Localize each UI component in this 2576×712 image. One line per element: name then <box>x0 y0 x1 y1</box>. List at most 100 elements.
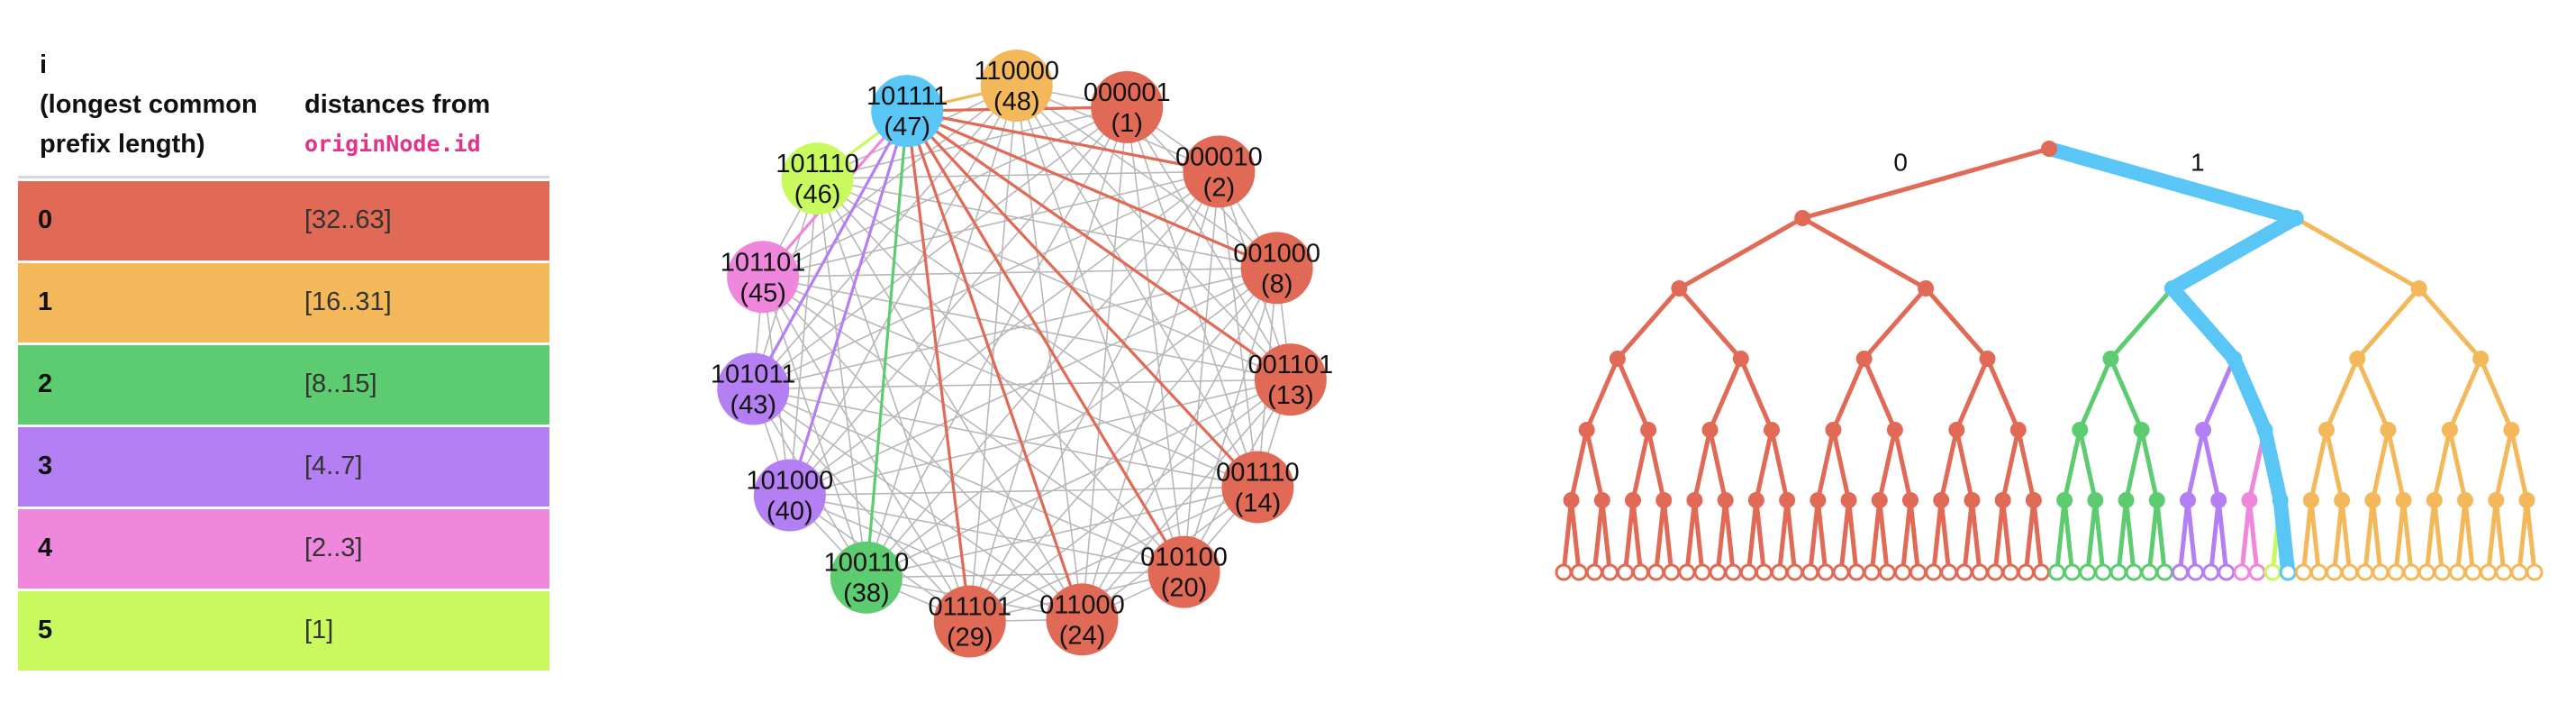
tree-edge <box>2454 499 2468 573</box>
tree-edge <box>2124 429 2145 501</box>
tree-edge <box>2000 429 2021 501</box>
node-circle <box>1240 232 1313 305</box>
tree-edge <box>1808 499 1820 573</box>
path-edge <box>2257 423 2288 507</box>
tree-node <box>2395 492 2412 508</box>
root-left-label: 0 <box>1893 149 1908 177</box>
mesh-edge <box>817 170 1220 179</box>
tree-edge <box>2324 358 2360 431</box>
leaf-node <box>2263 563 2281 581</box>
graph-node: 101000(40) <box>746 459 833 532</box>
tree-node <box>1902 492 1918 508</box>
leaf-node <box>1693 563 1711 581</box>
tree-node <box>2056 492 2073 508</box>
mesh-edge <box>752 106 1128 390</box>
tree-edge <box>2077 429 2098 501</box>
mesh-edge <box>866 85 1018 578</box>
row-distance-range: [8..15] <box>304 370 377 398</box>
tree-node <box>2287 210 2304 226</box>
node-circle <box>1254 343 1327 416</box>
leaf-node <box>2064 563 2082 581</box>
tree-node <box>1655 492 1673 508</box>
leaf-node <box>2155 563 2173 581</box>
tree-node <box>2025 492 2042 508</box>
leaf-node <box>1647 563 1665 581</box>
tree-edge <box>1900 499 1913 573</box>
tree-node <box>2226 351 2243 367</box>
tree-edge <box>2308 429 2329 501</box>
tree-edge <box>2355 287 2421 361</box>
row-prefix-length: 1 <box>38 288 53 316</box>
tree-edge <box>2000 499 2013 573</box>
node-number: (38) <box>843 580 890 608</box>
tree-edge <box>1815 429 1836 501</box>
row-distance-range: [32..63] <box>304 205 392 234</box>
node-circle <box>1183 135 1256 208</box>
tree-node <box>1794 210 1811 226</box>
tree-edge <box>2354 358 2390 431</box>
tree-node <box>1578 422 1595 438</box>
node-bits: 101111 <box>866 82 948 111</box>
node-circle <box>830 541 903 614</box>
tree-edge <box>1646 429 1666 501</box>
tree-node <box>2072 422 2089 438</box>
node-bits: 001110 <box>1216 458 1299 487</box>
node-bits: 101101 <box>721 248 806 277</box>
node-bits: 101011 <box>711 361 796 389</box>
tree-edge <box>1954 429 1974 501</box>
tree-edge <box>1769 429 1790 501</box>
node-number: (43) <box>730 391 776 420</box>
leaf-node <box>2356 563 2374 581</box>
node-number: (48) <box>993 87 1040 116</box>
tree-edge <box>1692 429 1712 501</box>
tree-node <box>1855 351 1873 367</box>
leaf-node <box>2218 563 2236 581</box>
tree-node <box>1840 492 1857 508</box>
tree-edge <box>1616 287 1682 361</box>
tree-node <box>1979 351 1996 367</box>
tree-node <box>2210 492 2227 508</box>
tree-edge <box>1692 499 1705 573</box>
graph-node: 101011(43) <box>711 352 796 425</box>
tree-edge <box>1677 287 1743 361</box>
tree-node <box>2488 492 2505 508</box>
tree-edge <box>2085 499 2098 573</box>
leaf-node <box>2202 563 2220 581</box>
tree-node <box>1625 492 1641 508</box>
tree-edge <box>1684 499 1697 573</box>
path-edge <box>2042 141 2303 225</box>
node-circle <box>1046 583 1119 656</box>
tree-node <box>2349 351 2366 367</box>
row-prefix-length: 4 <box>38 534 53 562</box>
tree-node <box>2163 280 2181 297</box>
tree-edge <box>1630 499 1644 573</box>
tree-edge <box>2062 429 2082 501</box>
tree-edge <box>2324 429 2345 501</box>
origin-edge <box>905 110 1185 573</box>
tree-node <box>1717 492 1734 508</box>
node-bits: 101110 <box>776 150 858 178</box>
tree-node <box>1871 492 1888 508</box>
tree-edge <box>2339 499 2353 573</box>
tree-edge <box>2447 429 2468 501</box>
origin-edges <box>751 84 1292 622</box>
leaf-node <box>2526 563 2544 581</box>
leaf-node <box>1601 563 1619 581</box>
graph-node: 011101(29) <box>929 585 1011 658</box>
tree-node <box>1563 492 1580 508</box>
tree-edge <box>2486 499 2499 573</box>
mesh-edge <box>752 85 1018 390</box>
leaf-node <box>1955 563 1973 581</box>
leaf-node <box>2001 563 2019 581</box>
tree-edge <box>2200 429 2221 501</box>
tree-edge <box>2517 499 2529 573</box>
tree-edge <box>2185 429 2206 501</box>
tree-node <box>2503 422 2520 438</box>
mesh-edge <box>1016 85 1292 380</box>
mesh-edge <box>817 178 1292 380</box>
node-number: (29) <box>947 623 993 652</box>
leaf-node <box>2233 563 2251 581</box>
tree-edge <box>1708 358 1744 431</box>
leaf-node <box>1786 563 1804 581</box>
leaf-node <box>2448 563 2466 581</box>
